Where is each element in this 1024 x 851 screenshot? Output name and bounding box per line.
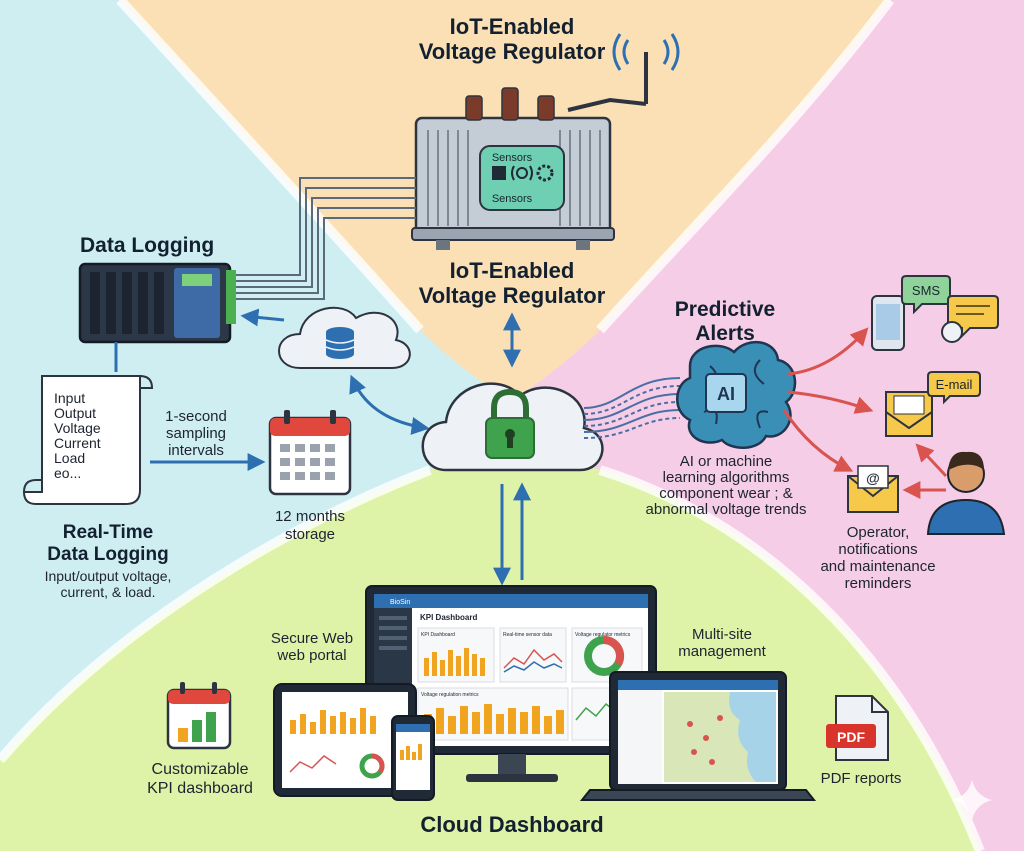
operator-label: Operator, notifications and maintenance … <box>808 524 948 592</box>
predictive-alerts-line1: Predictive <box>674 298 776 321</box>
kpi-line2: KPI dashboard <box>147 780 253 797</box>
voltage-regulator-icon <box>411 33 680 250</box>
log-line-input: Input <box>54 390 86 406</box>
data-flow-arrows <box>150 308 531 586</box>
predictive-alerts-line2: Alerts <box>695 322 755 345</box>
alert-arrows <box>782 327 948 499</box>
email-icon: E-mail <box>885 371 981 437</box>
log-document-icon <box>22 375 154 505</box>
log-document-text: Input Output Voltage Current Load eo... <box>54 391 101 481</box>
kpi-label: Customizable KPI dashboard <box>128 760 272 798</box>
screen-title: KPI Dashboard <box>420 613 477 622</box>
at-mail-icon: @ <box>847 465 899 513</box>
log-line-voltage: Voltage <box>54 420 101 436</box>
operator-line4: reminders <box>844 575 912 592</box>
log-line-more: eo... <box>54 465 82 481</box>
kpi-line1: Customizable <box>151 761 249 778</box>
log-line-load: Load <box>54 450 86 466</box>
regulator-title-mid-line1: IoT-Enabled <box>449 258 575 283</box>
monitor-icon <box>365 585 657 782</box>
log-line-current: Current <box>54 435 101 451</box>
cloud-dashboard-title: Cloud Dashboard <box>420 812 604 837</box>
storage-line1: 12 months <box>274 508 346 525</box>
storage-label: 12 months storage <box>250 508 370 544</box>
screen-panel-4: Voltage regulation metrics <box>421 692 479 698</box>
screen-panel-2: Real-time sensor data <box>503 632 552 638</box>
operator-line3: and maintenance <box>820 558 936 575</box>
sampling-line2: sampling <box>165 425 227 442</box>
sparkle-icon <box>952 780 992 820</box>
regulator-title-mid-line2: Voltage Regulator <box>418 283 606 308</box>
sensors-label-bottom: Sensors <box>492 193 533 205</box>
log-line-output: Output <box>54 405 97 421</box>
sampling-label: 1-second sampling intervals <box>146 408 246 459</box>
sms-label: SMS <box>912 283 941 298</box>
operator-line2: notifications <box>838 541 918 558</box>
data-logging-title: Data Logging <box>80 234 215 257</box>
secure-cloud-icon <box>421 382 604 472</box>
storage-line2: storage <box>284 526 336 543</box>
ai-desc-line3: component wear ; & <box>659 485 793 502</box>
database-cloud-icon <box>278 306 411 369</box>
multisite-label: Multi-site management <box>662 626 782 660</box>
screen-panel-3: Voltage regulator metrics <box>575 632 631 638</box>
multisite-line1: Multi-site <box>691 626 752 643</box>
sensor-wires <box>236 177 416 300</box>
ai-desc-line2: learning algorithms <box>662 469 790 486</box>
calendar-storage-icon <box>268 410 352 496</box>
svg-text:@: @ <box>866 470 880 486</box>
realtime-title-line2: Data Logging <box>47 544 169 565</box>
realtime-title-line1: Real-Time <box>62 522 154 543</box>
regulator-title-top-line1: IoT-Enabled <box>449 14 575 39</box>
ai-description: AI or machine learning algorithms compon… <box>626 454 826 518</box>
realtime-desc-line2: current, & load. <box>60 584 156 600</box>
pdf-reports-label: PDF reports <box>820 770 902 787</box>
realtime-description: Input/output voltage, current, & load. <box>8 568 208 600</box>
pdf-badge-label: PDF <box>837 729 865 745</box>
ai-desc-line4: abnormal voltage trends <box>645 501 807 518</box>
regulator-title-mid: IoT-Enabled Voltage Regulator <box>396 258 628 308</box>
pdf-document-icon: PDF <box>826 695 889 761</box>
tablet-icon <box>273 683 417 797</box>
ai-chip-label: AI <box>717 384 735 404</box>
portal-line2: web portal <box>277 647 347 664</box>
predictive-alerts-title: Predictive Alerts <box>640 298 810 346</box>
multisite-line2: management <box>678 643 766 660</box>
phone-sms-icon: SMS <box>871 275 999 351</box>
ai-brain-icon: AI <box>676 340 797 449</box>
email-label: E-mail <box>936 377 973 392</box>
operator-line1: Operator, <box>846 524 910 541</box>
mobile-phone-icon <box>391 715 435 801</box>
data-logger-icon <box>78 262 236 372</box>
sampling-line3: intervals <box>168 442 224 459</box>
kpi-calendar-icon <box>166 682 232 750</box>
portal-line1: Secure Web <box>270 630 354 647</box>
portal-label: Secure Web web portal <box>252 630 372 664</box>
sensors-label-top: Sensors <box>492 152 533 164</box>
regulator-title-top-line2: Voltage Regulator <box>418 39 606 64</box>
screen-panel-1: KPI Dashboard <box>421 632 455 638</box>
regulator-title-top: IoT-Enabled Voltage Regulator <box>396 14 628 64</box>
screen-brand: BioSin <box>390 599 410 606</box>
ai-desc-line1: AI or machine <box>679 453 773 470</box>
sampling-line1: 1-second <box>165 408 227 425</box>
operator-avatar-icon <box>926 451 1006 535</box>
realtime-desc-line1: Input/output voltage, <box>44 568 172 584</box>
network-links <box>583 377 681 439</box>
laptop-map-icon <box>579 671 817 801</box>
realtime-title: Real-Time Data Logging <box>8 522 208 566</box>
